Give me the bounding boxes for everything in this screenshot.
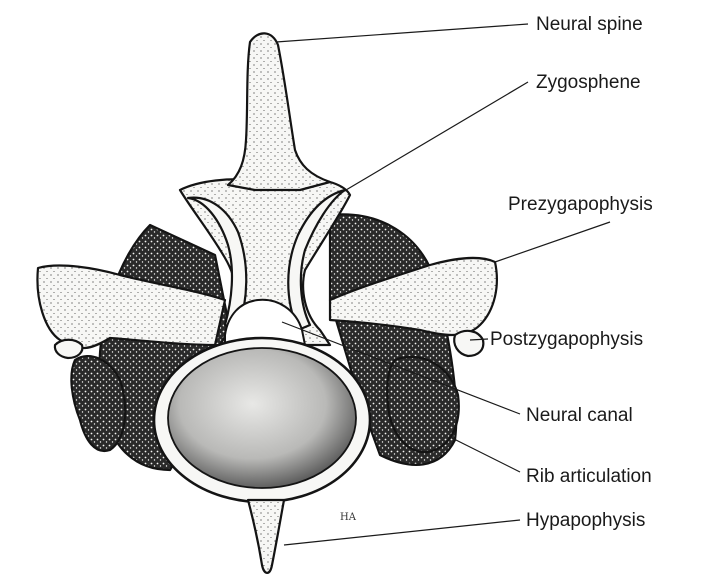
- label-neural-spine: Neural spine: [536, 14, 643, 35]
- labels: Neural spine Zygosphene Prezygapophysis …: [490, 14, 653, 531]
- vertebra-illustration: HA: [37, 33, 496, 573]
- left-postzygapophysis: [55, 340, 82, 358]
- artist-initials: HA: [340, 512, 357, 523]
- right-postzygapophysis: [454, 331, 483, 356]
- neural-spine: [228, 33, 330, 190]
- zygosphene-leader: [346, 82, 528, 190]
- label-prezygapophysis: Prezygapophysis: [508, 194, 653, 215]
- neural-spine-leader: [276, 24, 528, 42]
- prezygapophysis-leader: [495, 222, 610, 262]
- cotyle-cup: [168, 348, 356, 488]
- rib-articulation-leader: [452, 438, 520, 472]
- label-hypapophysis: Hypapophysis: [526, 510, 645, 531]
- label-postzygapophysis: Postzygapophysis: [490, 329, 643, 350]
- label-neural-canal: Neural canal: [526, 405, 633, 426]
- label-zygosphene: Zygosphene: [536, 72, 641, 93]
- hypapophysis-leader: [284, 520, 520, 545]
- label-rib-articulation: Rib articulation: [526, 466, 652, 487]
- hypapophysis: [248, 500, 284, 573]
